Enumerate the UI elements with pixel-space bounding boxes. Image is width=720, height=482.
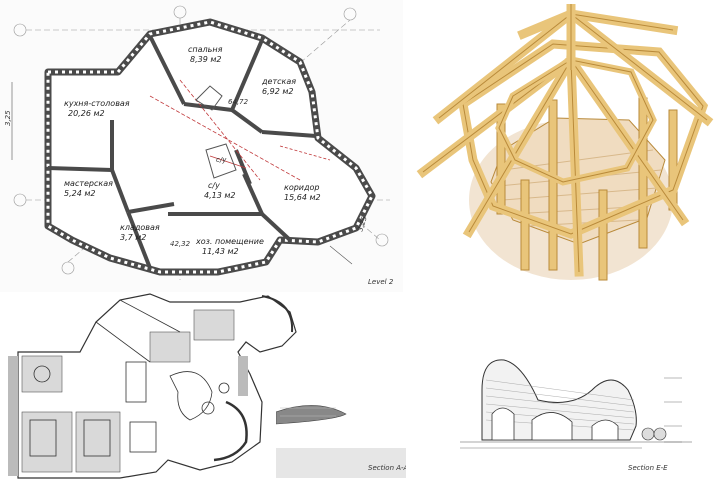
gazebo-render-panel [403, 0, 720, 292]
room-storage-area: 3,7 м2 [120, 233, 146, 242]
room-bedroom-name: спальня [188, 45, 223, 54]
section-a-caption: Section A-A [368, 464, 406, 472]
furnished-plan-panel [0, 292, 366, 482]
gazebo-drawing [416, 4, 714, 281]
section-a-panel: Section A-A [276, 392, 406, 482]
floor-plan-panel: 3,25 3,25 64,72 42,32 с/у спальня 8,39 м… [0, 0, 403, 292]
room-bedroom-area: 8,39 м2 [190, 55, 221, 64]
section-a-drawing: Section A-A [276, 405, 406, 478]
room-kids-name: детская [261, 77, 296, 86]
room-utility-area: 11,43 м2 [202, 247, 239, 256]
room-kitchen-name: кухня-столовая [64, 99, 130, 108]
room-storage-name: кладовая [120, 223, 160, 232]
room-workshop-name: мастерская [64, 179, 113, 188]
section-e-drawing: Section E-E [460, 359, 692, 472]
room-corridor-area: 15,64 м2 [284, 193, 321, 202]
room-corridor-name: коридор [284, 183, 320, 192]
room-workshop-area: 5,24 м2 [64, 189, 95, 198]
room-utility-name: хоз. помещение [195, 237, 264, 246]
floor-plan-drawing: 3,25 3,25 64,72 42,32 с/у спальня 8,39 м… [4, 5, 394, 286]
bottom-dim-mark: 42,32 [170, 240, 191, 248]
furnished-plan-drawing [8, 293, 297, 479]
su-mark: с/у [216, 156, 227, 164]
room-kitchen-area: 20,26 м2 [68, 109, 105, 118]
level-caption: Level 2 [368, 278, 394, 286]
room-kids-area: 6,92 м2 [262, 87, 293, 96]
section-e-caption: Section E-E [628, 464, 668, 472]
top-dim-mark: 64,72 [228, 98, 249, 106]
room-bath-area: 4,13 м2 [204, 191, 235, 200]
section-e-panel: Section E-E [452, 330, 720, 482]
left-dim-label: 3,25 [4, 110, 12, 126]
room-bath-name: с/у [208, 181, 220, 190]
